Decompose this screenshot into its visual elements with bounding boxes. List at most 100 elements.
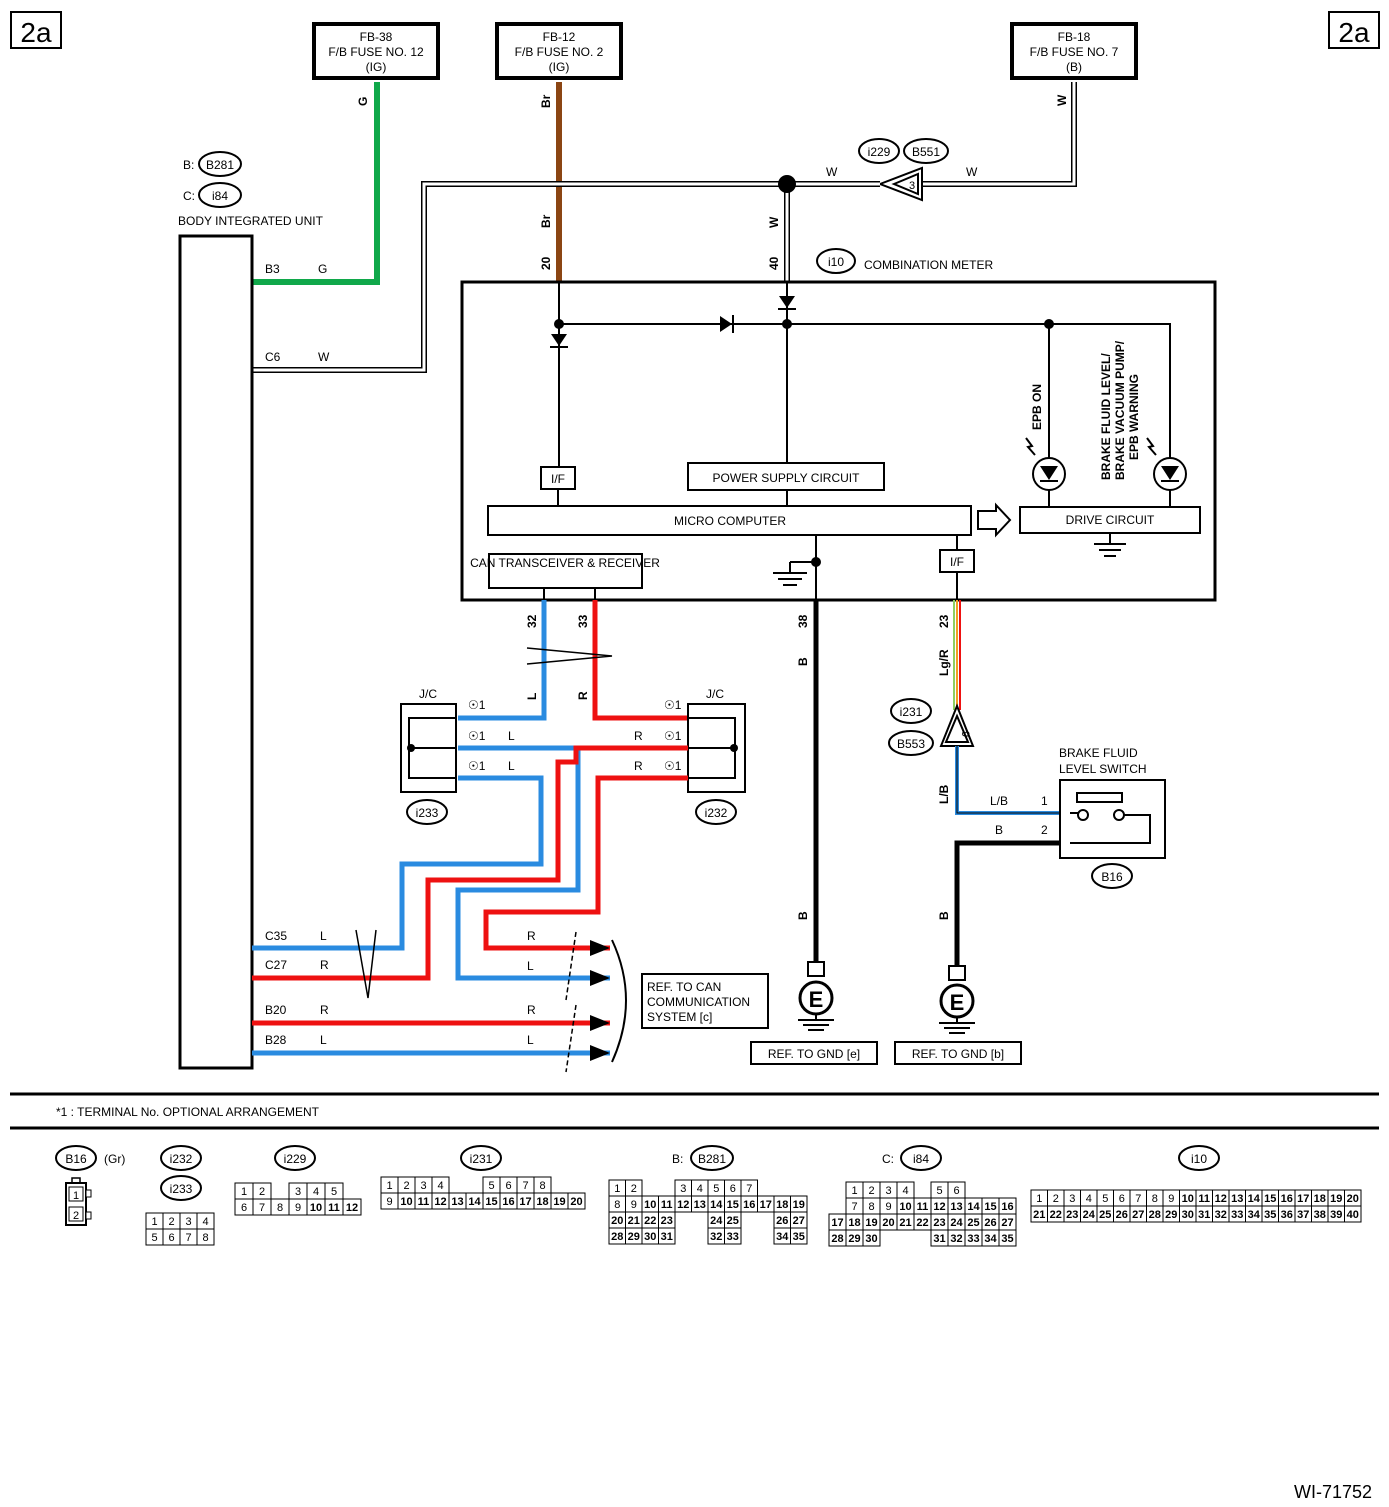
body-integrated-unit: B: B281 C: i84 BODY INTEGRATED UNIT B3 G… [178,151,330,1070]
connector-pin-label: 30 [865,1233,877,1245]
connector-pin-label: 21 [899,1217,911,1229]
connector-pin-label: 2 [168,1216,174,1228]
connector-pin-cell [342,1198,362,1216]
connector-pin-label: 7 [522,1180,528,1192]
svg-text:B: B [995,823,1003,837]
connector-pin-label: 4 [902,1185,908,1197]
svg-text:i10: i10 [828,255,844,269]
splice-point [778,175,796,193]
connector-pin-label: 6 [730,1183,736,1195]
svg-text:FB-12: FB-12 [543,30,576,44]
svg-text:☉1: ☉1 [664,698,682,712]
connector-pin-label: 2 [868,1185,874,1197]
svg-text:2a: 2a [20,17,52,48]
connector-pin-label: 9 [631,1199,637,1211]
svg-text:F/B FUSE NO. 12: F/B FUSE NO. 12 [328,45,424,59]
fuse-fb18: FB-18 F/B FUSE NO. 7 (B) [1010,22,1138,80]
connector-pin-label: 6 [241,1202,247,1214]
connector-pin-cell [790,1227,808,1245]
svg-text:C35: C35 [265,929,287,943]
connector-pin-label: 13 [950,1201,962,1213]
connector-pin-label: 17 [1297,1193,1309,1205]
connector-pin-label: 34 [984,1233,997,1245]
connector-pin-label: 18 [1314,1193,1326,1205]
connector-pin-label: 12 [434,1196,446,1208]
connector-pin-label: 9 [386,1196,392,1208]
svg-text:Br: Br [539,214,553,228]
connector-pin-label: 20 [570,1196,582,1208]
svg-text:R: R [634,759,643,773]
connector-pin-label: 13 [694,1199,706,1211]
svg-text:E: E [950,990,965,1015]
connector-pin-label: 19 [553,1196,565,1208]
svg-text:i10: i10 [1191,1152,1207,1166]
connector-pin-label: 13 [1231,1193,1243,1205]
connector-pin-label: 2 [259,1186,265,1198]
svg-text:3: 3 [909,180,915,192]
svg-text:B3: B3 [265,262,280,276]
svg-text:L: L [527,959,534,973]
joint-connector-i231: 9 i231 B553 [888,698,975,756]
connector-pin-cell [998,1229,1017,1247]
connector-pin-label: 28 [831,1233,843,1245]
jc-i233: J/C i233 ☉1 ☉1 ☉1 [400,687,486,825]
jc-i232: J/C i232 ☉1 ☉1 ☉1 [664,687,746,825]
svg-text:J/C: J/C [706,687,724,701]
svg-text:(B): (B) [1066,60,1082,74]
page-tag-left: 2a [10,11,62,49]
connector-pin-label: 7 [185,1232,191,1244]
svg-text:i232: i232 [705,806,728,820]
svg-text:R: R [320,958,329,972]
connector-pin-label: 26 [984,1217,996,1229]
svg-text:B281: B281 [698,1152,726,1166]
connector-pin-label: 18 [536,1196,548,1208]
connector-pin-label: 37 [1297,1209,1309,1221]
connector-pin-label: 27 [1132,1209,1144,1221]
connector-pin-label: 23 [1066,1209,1078,1221]
svg-text:☉1: ☉1 [468,759,486,773]
ground-b: E REF. TO GND [b] [894,965,1022,1065]
connector-pin-label: 7 [259,1202,265,1214]
svg-text:i231: i231 [470,1152,493,1166]
connector-pin-label: 5 [488,1180,494,1192]
svg-text:i231: i231 [900,705,923,719]
svg-text:B551: B551 [912,145,940,159]
connector-pin-label: 12 [933,1201,945,1213]
connector-pin-label: 35 [1001,1233,1013,1245]
connector-pin-label: 11 [1198,1193,1210,1205]
wire-can-l-meter [458,600,547,721]
connector-pin-label: 32 [1215,1209,1227,1221]
connector-pin-label: 32 [950,1233,962,1245]
connector-pin-cell [567,1192,586,1210]
connector-pin-label: 11 [661,1199,673,1211]
connector-pin-cell [658,1227,676,1245]
connector-pin-label: 24 [1083,1209,1096,1221]
svg-text:REF. TO GND [e]: REF. TO GND [e] [768,1047,860,1061]
svg-text:2a: 2a [1338,17,1370,48]
connector-pin-label: 8 [1152,1193,1158,1205]
svg-text:MICRO COMPUTER: MICRO COMPUTER [674,514,786,528]
svg-text:☉1: ☉1 [664,729,682,743]
svg-text:W: W [767,216,781,228]
connector-pin-label: 7 [851,1201,857,1213]
connector-pin-label: 4 [202,1216,208,1228]
connector-pin-label: 10 [1182,1193,1194,1205]
svg-text:CAN TRANSCEIVER & RECEIVER: CAN TRANSCEIVER & RECEIVER [470,556,660,570]
svg-text:L/B: L/B [990,794,1008,808]
connector-pin-cell [862,1229,881,1247]
svg-text:☉1: ☉1 [468,698,486,712]
connector-pin-label: 4 [313,1186,319,1198]
connector-pin-label: 9 [1168,1193,1174,1205]
svg-text:i233: i233 [416,806,439,820]
connector-pin-label: 14 [1248,1193,1261,1205]
svg-text:R: R [527,929,536,943]
connector-pin-label: 17 [831,1217,843,1229]
svg-text:38: 38 [796,614,810,628]
connector-pin-label: 10 [310,1202,322,1214]
combination-meter: i10 COMBINATION METER I/F I/F POWER SUPP… [460,248,1217,602]
connector-pin-label: 5 [713,1183,719,1195]
connector-pin-label: 25 [727,1215,739,1227]
svg-text:B16: B16 [1101,870,1123,884]
connector-pin-label: 16 [502,1196,514,1208]
